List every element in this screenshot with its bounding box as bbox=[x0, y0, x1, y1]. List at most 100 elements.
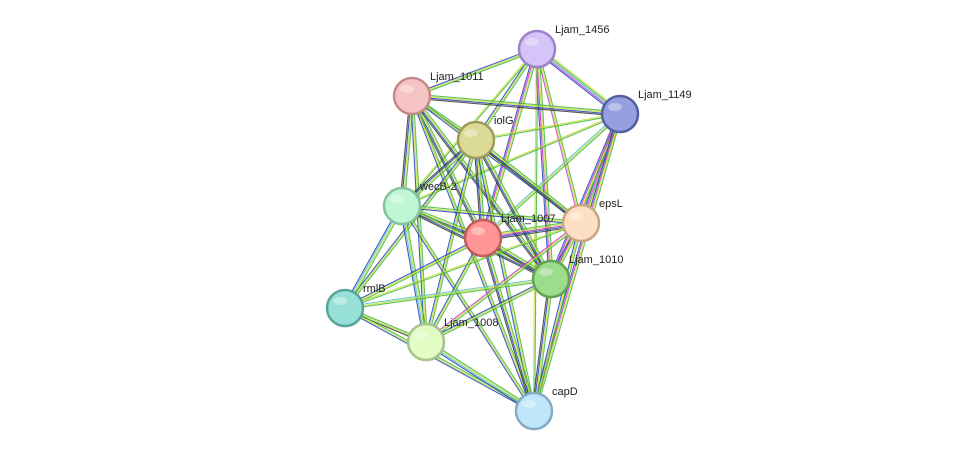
edge-Ljam_1456-Ljam_1011 bbox=[411, 47, 538, 98]
edge-Ljam_1011-Ljam_1149 bbox=[411, 93, 621, 117]
edge-evidence-line bbox=[476, 139, 536, 411]
edge-evidence-line bbox=[426, 140, 478, 343]
edge-evidence-line bbox=[533, 222, 582, 412]
node-iolG[interactable]: iolG bbox=[456, 115, 514, 160]
node-circle[interactable] bbox=[600, 94, 640, 134]
node-highlight bbox=[608, 103, 622, 111]
node-Ljam_1149[interactable]: Ljam_1149 bbox=[600, 89, 692, 134]
node-label: wecB-2 bbox=[419, 181, 457, 193]
edge-evidence-line bbox=[411, 96, 551, 280]
edge-evidence-line bbox=[345, 206, 404, 309]
edge-evidence-line bbox=[411, 96, 620, 116]
edge-Ljam_1007-rmlB bbox=[344, 236, 484, 310]
edge-evidence-line bbox=[424, 237, 483, 342]
edge-evidence-line bbox=[476, 137, 583, 222]
edge-evidence-line bbox=[411, 48, 538, 97]
edge-Ljam_1010-Ljam_1008 bbox=[425, 277, 552, 344]
edge-evidence-line bbox=[424, 139, 476, 342]
edge-evidence-line bbox=[531, 278, 550, 411]
edge-evidence-line bbox=[425, 237, 484, 343]
edge-evidence-line bbox=[535, 279, 554, 412]
edge-evidence-line bbox=[412, 95, 428, 342]
edge-evidence-line bbox=[410, 96, 534, 412]
edge-evidence-line bbox=[344, 139, 477, 309]
edge-evidence-line bbox=[412, 94, 621, 114]
edge-Ljam_1010-capD bbox=[531, 278, 554, 412]
edge-evidence-line bbox=[344, 237, 484, 309]
node-Ljam_1007[interactable]: Ljam_1007 bbox=[463, 213, 555, 258]
node-label: Ljam_1007 bbox=[501, 213, 555, 225]
edge-evidence-line bbox=[345, 223, 582, 310]
edge-evidence-line bbox=[426, 340, 535, 411]
node-circle[interactable] bbox=[325, 288, 365, 328]
node-Ljam_1456[interactable]: Ljam_1456 bbox=[517, 24, 609, 69]
node-rmlB[interactable]: rmlB bbox=[325, 283, 386, 328]
edge-evidence-line bbox=[411, 95, 427, 343]
edge-evidence-line bbox=[426, 279, 552, 344]
edge-evidence-line bbox=[483, 114, 622, 240]
edge-evidence-line bbox=[425, 342, 534, 413]
edge-evidence-line bbox=[481, 238, 534, 412]
edge-evidence-line bbox=[344, 236, 483, 308]
edge-wecB-2-epsL bbox=[401, 204, 582, 225]
edge-evidence-line bbox=[484, 237, 537, 411]
node-highlight bbox=[333, 297, 347, 305]
edge-Ljam_1010-rmlB bbox=[344, 277, 552, 310]
edge-evidence-line bbox=[425, 278, 552, 343]
edge-evidence-line bbox=[424, 343, 534, 414]
edge-evidence-line bbox=[532, 278, 551, 411]
node-epsL[interactable]: epsL bbox=[561, 198, 623, 243]
node-highlight bbox=[464, 129, 478, 137]
node-label: iolG bbox=[494, 115, 514, 127]
edge-evidence-line bbox=[475, 112, 620, 140]
edge-Ljam_1008-capD bbox=[424, 339, 536, 414]
node-circle[interactable] bbox=[456, 120, 496, 160]
edge-epsL-rmlB bbox=[344, 221, 582, 310]
edge-evidence-line bbox=[402, 204, 582, 223]
node-label: Ljam_1149 bbox=[638, 89, 692, 101]
edge-wecB-2-rmlB bbox=[342, 204, 405, 310]
edge-evidence-line bbox=[538, 48, 554, 279]
edge-evidence-line bbox=[401, 205, 582, 224]
edge-evidence-line bbox=[411, 97, 620, 117]
node-circle[interactable] bbox=[514, 391, 554, 431]
edge-evidence-line bbox=[346, 206, 405, 310]
edge-evidence-line bbox=[344, 308, 534, 413]
edge-Ljam_1456-epsL bbox=[535, 48, 583, 224]
node-circle[interactable] bbox=[406, 322, 446, 362]
node-circle[interactable] bbox=[531, 259, 571, 299]
node-Ljam_1010[interactable]: Ljam_1010 bbox=[531, 254, 623, 299]
node-circle[interactable] bbox=[561, 203, 601, 243]
node-capD[interactable]: capD bbox=[514, 386, 578, 431]
node-circle[interactable] bbox=[392, 76, 432, 116]
edge-evidence-line bbox=[534, 223, 583, 412]
node-label: Ljam_1010 bbox=[569, 254, 623, 266]
node-wecB-2[interactable]: wecB-2 bbox=[382, 181, 457, 226]
node-circle[interactable] bbox=[517, 29, 557, 69]
edge-evidence-line bbox=[425, 277, 551, 342]
edge-evidence-line bbox=[537, 48, 583, 223]
edge-evidence-line bbox=[480, 238, 533, 412]
edge-evidence-line bbox=[412, 95, 552, 279]
edge-evidence-line bbox=[401, 206, 581, 225]
edge-Ljam_1149-iolG bbox=[475, 112, 621, 142]
edge-evidence-line bbox=[424, 221, 581, 342]
edge-evidence-line bbox=[342, 204, 401, 308]
edge-evidence-line bbox=[402, 114, 621, 208]
edge-evidence-line bbox=[412, 49, 538, 98]
node-highlight bbox=[522, 400, 536, 408]
edge-Ljam_1011-Ljam_1008 bbox=[410, 95, 428, 343]
node-circle[interactable] bbox=[382, 186, 422, 226]
node-label: rmlB bbox=[363, 283, 386, 295]
node-Ljam_1011[interactable]: Ljam_1011 bbox=[392, 71, 484, 116]
node-circle[interactable] bbox=[463, 218, 503, 258]
edge-iolG-Ljam_1008 bbox=[424, 139, 478, 343]
node-label: Ljam_1008 bbox=[444, 317, 498, 329]
edge-evidence-line bbox=[345, 140, 478, 310]
node-highlight bbox=[569, 212, 583, 220]
node-Ljam_1008[interactable]: Ljam_1008 bbox=[406, 317, 498, 362]
edge-evidence-line bbox=[475, 140, 581, 224]
node-highlight bbox=[525, 38, 539, 46]
